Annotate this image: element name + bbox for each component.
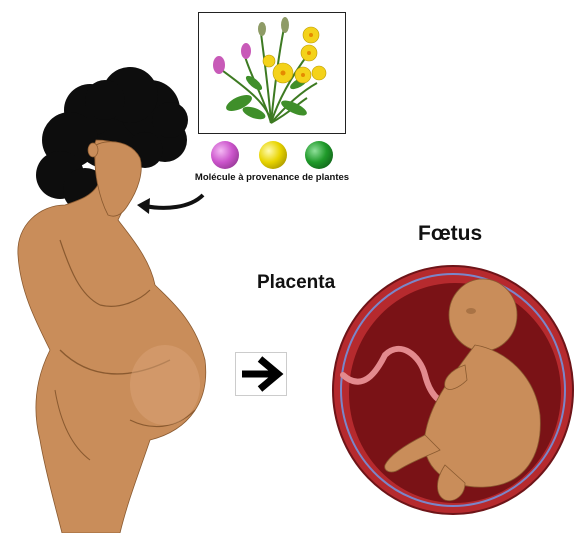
right-arrow-icon xyxy=(235,352,287,396)
foetus-label: Fœtus xyxy=(418,222,482,246)
molecule-ball-yellow xyxy=(259,141,287,169)
plant-illustration xyxy=(199,13,345,133)
mouth-arrow xyxy=(145,195,203,208)
placenta-label: Placenta xyxy=(257,272,335,294)
molecule-ball-pink xyxy=(211,141,239,169)
molecule-caption: Molécule à provenance de plantes xyxy=(182,172,362,183)
molecule-ball-green xyxy=(305,141,333,169)
womb-with-foetus xyxy=(325,255,574,517)
plant-image-frame xyxy=(198,12,346,134)
